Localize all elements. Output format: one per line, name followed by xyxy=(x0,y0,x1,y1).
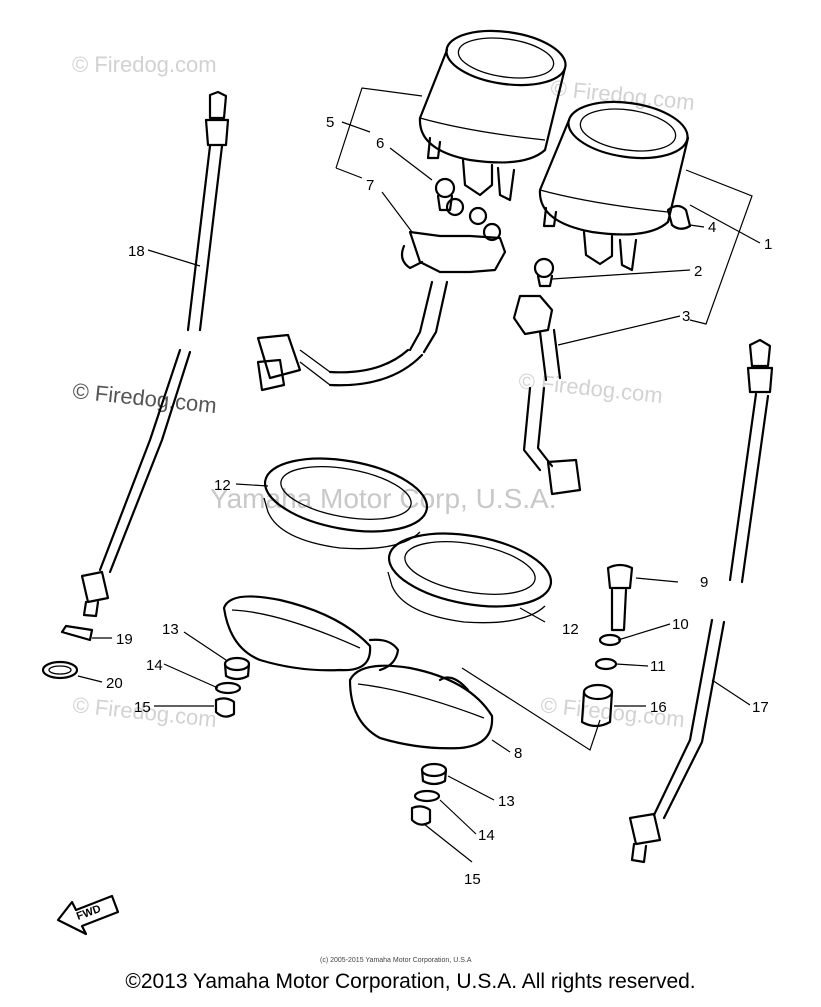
callout-2: 2 xyxy=(694,263,702,280)
callout-13-lower: 13 xyxy=(498,793,515,810)
footer-copyright: ©2013 Yamaha Motor Corporation, U.S.A. A… xyxy=(125,970,696,993)
callout-16: 16 xyxy=(650,699,667,716)
callout-8: 8 xyxy=(514,745,522,762)
callout-9: 9 xyxy=(700,574,708,591)
callout-18: 18 xyxy=(128,243,145,260)
callout-20: 20 xyxy=(106,675,123,692)
watermark-firedog-1: © Firedog.com xyxy=(72,52,217,77)
meter-bracket xyxy=(222,595,494,750)
callout-12-top: 12 xyxy=(214,477,231,494)
callout-4: 4 xyxy=(708,219,716,236)
callout-6: 6 xyxy=(376,135,384,152)
small-copyright-text: (c) 2005-2015 Yamaha Motor Corporation, … xyxy=(320,957,472,964)
callout-14-left: 14 xyxy=(146,657,163,674)
callout-14-lower: 14 xyxy=(478,827,495,844)
left-meter-housing xyxy=(418,29,567,202)
watermark-yamaha-corp: Yamaha Motor Corp, U.S.A. xyxy=(210,483,557,514)
callout-1: 1 xyxy=(764,236,772,253)
callout-numbers: 1 2 3 4 5 6 7 8 9 10 11 12 12 13 13 14 1… xyxy=(106,114,772,888)
left-grommet-stack xyxy=(214,656,251,718)
callout-15-lower: 15 xyxy=(464,871,481,888)
bulb-socket-assembly xyxy=(256,177,507,392)
clip-and-oring xyxy=(41,624,94,680)
lower-grommet-stack xyxy=(410,762,448,826)
callout-11: 11 xyxy=(650,658,666,675)
watermark-firedog-4: © Firedog.com xyxy=(517,368,663,408)
right-meter-cable xyxy=(628,338,774,864)
callout-12-bottom: 12 xyxy=(562,621,579,638)
leader-lines xyxy=(77,87,761,863)
callout-15-left: 15 xyxy=(134,699,151,716)
left-meter-cable xyxy=(80,90,230,618)
meter-bezels xyxy=(263,457,553,624)
right-meter-housing xyxy=(538,100,690,272)
forward-arrow-icon: FWD xyxy=(56,894,120,936)
callout-17: 17 xyxy=(752,699,769,716)
callout-13-left: 13 xyxy=(162,621,179,638)
bulb-and-socket xyxy=(512,257,582,496)
callout-10: 10 xyxy=(672,616,689,633)
callout-19: 19 xyxy=(116,631,133,648)
callout-5: 5 xyxy=(326,114,334,131)
watermark-firedog-3: © Firedog.com xyxy=(71,378,217,418)
callout-7: 7 xyxy=(366,177,374,194)
callout-3: 3 xyxy=(682,308,690,325)
reset-knob xyxy=(666,204,692,230)
